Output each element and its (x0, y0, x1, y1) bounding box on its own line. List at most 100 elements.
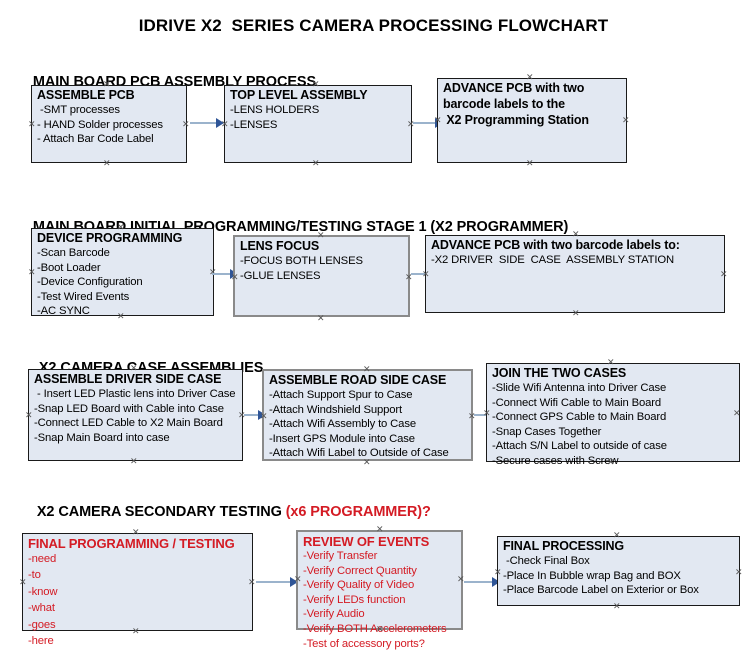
connection-handle-bottom[interactable] (103, 160, 110, 167)
node-line: -GLUE LENSES (240, 269, 321, 282)
node-assemble-pcb[interactable]: ASSEMBLE PCB -SMT processes - HAND Solde… (31, 85, 187, 163)
connection-handle-left[interactable] (294, 576, 301, 583)
node-line: -Scan Barcode (37, 247, 110, 259)
connection-handle-left[interactable] (260, 413, 267, 420)
node-line: -here (28, 635, 54, 648)
node-title: ASSEMBLE DRIVER SIDE CASE (34, 372, 222, 386)
connection-handle-left[interactable] (231, 274, 238, 281)
connection-handle-top[interactable] (376, 526, 383, 533)
connection-handle-right[interactable] (209, 269, 216, 276)
node-lines: -Slide Wifi Antenna into Driver Case -Co… (492, 381, 736, 469)
node-line: -goes (28, 618, 56, 631)
node-line: -Place Barcode Label on Exterior or Box (503, 584, 699, 597)
connection-handle-right[interactable] (720, 271, 727, 278)
node-title: ADVANCE PCB with two (443, 81, 585, 95)
connection-handle-left[interactable] (422, 271, 429, 278)
node-review-of-events[interactable]: REVIEW OF EVENTS -Verify Transfer -Verif… (294, 530, 464, 650)
node-assemble-driver-side-case[interactable]: ASSEMBLE DRIVER SIDE CASE - Insert LED P… (28, 369, 243, 461)
connection-handle-left[interactable] (494, 569, 501, 576)
connection-handle-top[interactable] (607, 359, 614, 366)
node-line: - Attach Bar Code Label (37, 133, 154, 146)
connection-handle-right[interactable] (622, 117, 629, 124)
node-line: -Attach S/N Label to outside of case (492, 440, 667, 453)
connection-handle-right[interactable] (468, 413, 475, 420)
node-lines: -FOCUS BOTH LENSES -GLUE LENSES (240, 254, 405, 283)
node-lens-focus[interactable]: LENS FOCUS -FOCUS BOTH LENSES -GLUE LENS… (233, 235, 410, 317)
node-final-programming-testing[interactable]: FINAL PROGRAMMING / TESTING -need -to -k… (19, 533, 255, 647)
node-device-programming[interactable]: DEVICE PROGRAMMING -Scan Barcode -Boot L… (28, 228, 216, 319)
connection-handle-bottom[interactable] (572, 310, 579, 317)
node-advance-pcb-to-driver-side-case[interactable]: ADVANCE PCB with two barcode labels to: … (425, 235, 725, 313)
connection-handle-right[interactable] (238, 412, 245, 419)
connector-review-of-events-to-final-processing (464, 576, 500, 588)
node-line: -Attach Wifi Label to Outside of Case (269, 447, 449, 460)
node-advance-pcb-to-programming-station[interactable]: ADVANCE PCB with two barcode labels to t… (437, 78, 627, 163)
connection-handle-top[interactable] (132, 529, 139, 536)
connection-handle-right[interactable] (405, 274, 412, 281)
node-line: -Snap Main Board into case (34, 431, 170, 444)
connection-handle-top[interactable] (613, 532, 620, 539)
connector-final-programming-to-review-of-events (256, 576, 298, 588)
node-line: -Verify BOTH Accelerometers (303, 622, 447, 635)
node-line: -Secure cases with Screw (492, 454, 619, 467)
connection-handle-right[interactable] (457, 576, 464, 583)
node-assemble-road-side-case[interactable]: ASSEMBLE ROAD SIDE CASE -Attach Support … (262, 369, 473, 461)
connection-handle-left[interactable] (28, 121, 35, 128)
connection-handle-left[interactable] (221, 121, 228, 128)
node-line: -Test Wired Events (37, 290, 130, 303)
node-lines: barcode labels to the X2 Programming Sta… (443, 96, 623, 129)
node-title: JOIN THE TWO CASES (492, 366, 627, 380)
connection-handle-right[interactable] (182, 121, 189, 128)
node-final-processing[interactable]: FINAL PROCESSING -Check Final Box -Place… (497, 536, 740, 606)
node-title: FINAL PROGRAMMING / TESTING (28, 536, 235, 551)
connection-handle-right[interactable] (248, 579, 255, 586)
connection-handle-left[interactable] (25, 412, 32, 419)
node-lines: -X2 DRIVER SIDE CASE ASSEMBLY STATION (431, 253, 721, 268)
connector-assemble-pcb-to-top-level (190, 117, 225, 129)
node-title: ADVANCE PCB with two barcode labels to: (431, 238, 680, 252)
node-title: TOP LEVEL ASSEMBLY (230, 88, 368, 102)
node-line: -Slide Wifi Antenna into Driver Case (492, 382, 667, 394)
connection-handle-top[interactable] (572, 231, 579, 238)
node-line: -Attach Wifi Assembly to Case (269, 418, 416, 431)
connection-handle-left[interactable] (19, 579, 26, 586)
connection-handle-bottom[interactable] (130, 458, 137, 465)
node-line: -need (28, 553, 57, 565)
node-lines: -Verify Transfer -Verify Correct Quantit… (303, 549, 458, 651)
node-line: -FOCUS BOTH LENSES (240, 255, 363, 267)
node-line: -Verify Transfer (303, 550, 378, 562)
node-line: -Device Configuration (37, 276, 143, 289)
node-top-level-assembly[interactable]: TOP LEVEL ASSEMBLY -LENS HOLDERS -LENSES (224, 85, 412, 163)
node-title: REVIEW OF EVENTS (303, 534, 430, 549)
node-lines: -Scan Barcode -Boot Loader -Device Confi… (37, 246, 210, 319)
node-line: - Insert LED Plastic lens into Driver Ca… (34, 388, 236, 400)
node-lines: -need -to -know -what -goes -here (28, 551, 249, 649)
node-join-the-two-cases[interactable]: JOIN THE TWO CASES -Slide Wifi Antenna i… (483, 363, 740, 467)
node-line: -SMT processes (37, 104, 120, 116)
connection-handle-bottom[interactable] (312, 160, 319, 167)
node-lines: - Insert LED Plastic lens into Driver Ca… (34, 387, 239, 445)
connection-handle-left[interactable] (483, 410, 490, 417)
node-line: -Insert GPS Module into Case (269, 432, 415, 445)
connection-handle-top[interactable] (526, 74, 533, 81)
node-line: -Connect GPS Cable to Main Board (492, 411, 667, 424)
node-title: DEVICE PROGRAMMING (37, 231, 183, 245)
node-title: LENS FOCUS (240, 239, 320, 253)
section-heading-x2-camera-secondary-testing: X2 CAMERA SECONDARY TESTING (x6 PROGRAMM… (29, 488, 431, 520)
connection-handle-right[interactable] (735, 569, 742, 576)
node-line: -Attach Windshield Support (269, 403, 402, 416)
connection-handle-bottom[interactable] (317, 315, 324, 322)
node-line: -AC SYNC (37, 305, 90, 318)
connection-handle-right[interactable] (407, 121, 414, 128)
node-line: - HAND Solder processes (37, 118, 163, 131)
connection-handle-left[interactable] (28, 269, 35, 276)
node-line: -Connect Wifi Cable to Main Board (492, 396, 661, 409)
page-title: IDRIVE X2 SERIES CAMERA PROCESSING FLOWC… (138, 16, 609, 35)
connection-handle-bottom[interactable] (526, 160, 533, 167)
section-heading-accent-text: (x6 PROGRAMMER)? (285, 504, 431, 520)
node-line: -Attach Support Spur to Case (269, 389, 413, 401)
connection-handle-top[interactable] (363, 366, 370, 373)
connection-handle-bottom[interactable] (613, 603, 620, 610)
connection-handle-left[interactable] (434, 117, 441, 124)
node-line: -Verify LEDs function (303, 593, 406, 606)
